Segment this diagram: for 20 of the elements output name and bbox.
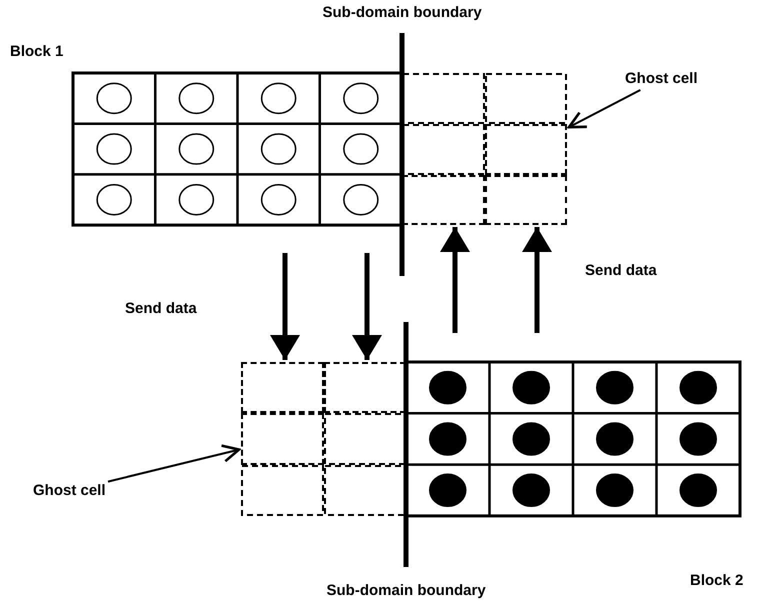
arrow (568, 89, 641, 128)
arrow (108, 444, 240, 483)
arrow (440, 227, 470, 333)
block-label: Block 1 (10, 43, 64, 61)
ghost-cell (324, 362, 406, 413)
boundary-label: Sub-domain boundary (322, 4, 482, 22)
ghost-cell (241, 413, 324, 465)
arrow (522, 227, 552, 333)
boundary-label: Sub-domain boundary (326, 582, 486, 600)
ghost-cell (402, 175, 485, 225)
arrow (270, 253, 300, 360)
block-label: Block 2 (690, 572, 744, 590)
arrow (352, 253, 382, 360)
send-data-label: Send data (125, 300, 197, 318)
send-data-label: Send data (585, 262, 657, 280)
ghost-cell (485, 175, 567, 225)
ghost-cell-label: Ghost cell (33, 482, 106, 500)
ghost-cell (241, 362, 324, 413)
ghost-cell (485, 124, 567, 175)
ghost-cell-label: Ghost cell (625, 70, 698, 88)
